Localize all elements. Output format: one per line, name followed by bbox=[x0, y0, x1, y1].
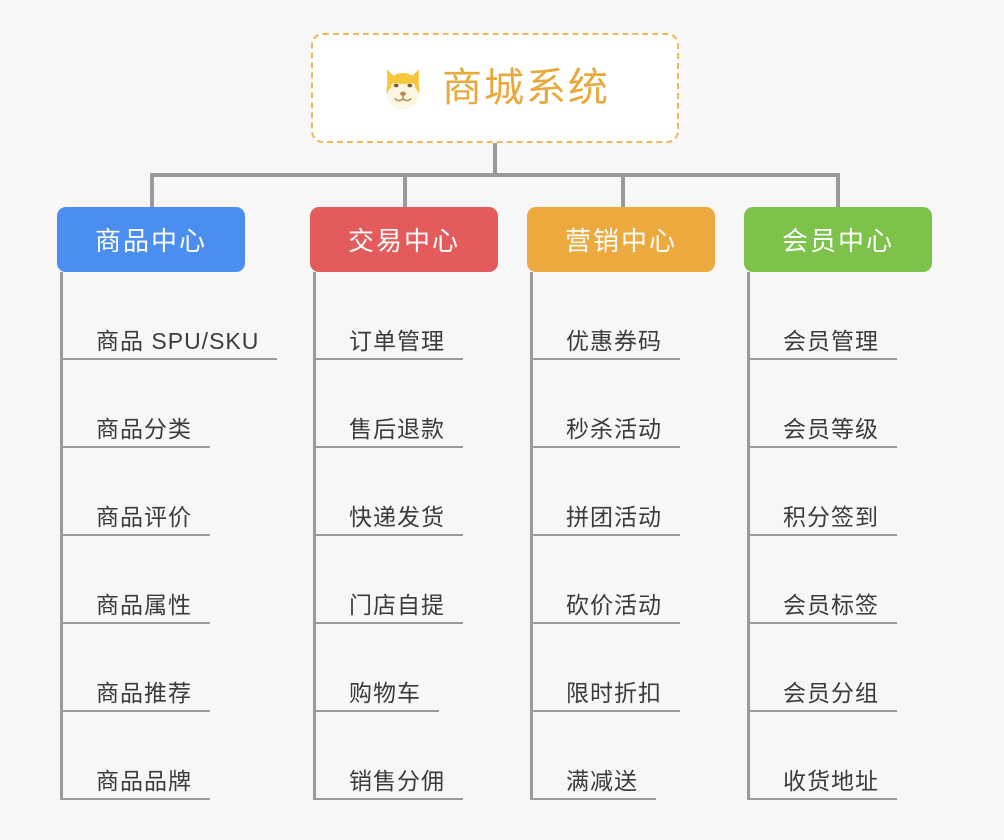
branch-trunk-4 bbox=[747, 272, 750, 800]
leaf-label: 积分签到 bbox=[783, 503, 879, 530]
leaf-item[interactable]: 商品推荐 bbox=[60, 624, 210, 712]
leaf-label: 限时折扣 bbox=[566, 679, 662, 706]
leaf-label: 优惠券码 bbox=[566, 327, 662, 354]
leaf-item[interactable]: 商品 SPU/SKU bbox=[60, 272, 278, 360]
leaf-label: 快递发货 bbox=[349, 503, 445, 530]
leaf-item[interactable]: 优惠券码 bbox=[530, 272, 680, 360]
branch-header-2[interactable]: 交易中心 bbox=[310, 207, 498, 272]
leaf-label: 门店自提 bbox=[349, 591, 445, 618]
leaf-item[interactable]: 会员等级 bbox=[747, 360, 897, 448]
leaf-item[interactable]: 积分签到 bbox=[747, 448, 897, 536]
branch-column-2: 交易中心 订单管理 售后退款 快递发货 门店自提 购物车 销售分佣 bbox=[310, 207, 498, 800]
leaf-item[interactable]: 购物车 bbox=[313, 624, 439, 712]
leaf-label: 秒杀活动 bbox=[566, 415, 662, 442]
leaf-item[interactable]: 商品属性 bbox=[60, 536, 210, 624]
leaf-label: 商品品牌 bbox=[96, 767, 192, 794]
leaf-item[interactable]: 满减送 bbox=[530, 712, 656, 800]
leaf-item[interactable]: 商品分类 bbox=[60, 360, 210, 448]
root-title: 商城系统 bbox=[442, 66, 610, 110]
root-node[interactable]: 商城系统 bbox=[311, 33, 679, 143]
leaf-label: 满减送 bbox=[566, 767, 638, 794]
branch-header-1[interactable]: 商品中心 bbox=[57, 207, 245, 272]
leaf-label: 购物车 bbox=[349, 679, 421, 706]
leaf-item[interactable]: 快递发货 bbox=[313, 448, 463, 536]
leaf-label: 商品推荐 bbox=[96, 679, 192, 706]
branch-connector-2 bbox=[403, 173, 407, 209]
leaf-item[interactable]: 门店自提 bbox=[313, 536, 463, 624]
branch-trunk-1 bbox=[60, 272, 63, 800]
branch-trunk-2 bbox=[313, 272, 316, 800]
leaf-label: 商品属性 bbox=[96, 591, 192, 618]
leaf-item[interactable]: 会员标签 bbox=[747, 536, 897, 624]
branch-header-4[interactable]: 会员中心 bbox=[744, 207, 932, 272]
root-connector-stem bbox=[493, 143, 497, 176]
leaf-label: 会员标签 bbox=[783, 591, 879, 618]
leaf-label: 售后退款 bbox=[349, 415, 445, 442]
leaf-item[interactable]: 销售分佣 bbox=[313, 712, 463, 800]
leaf-label: 会员等级 bbox=[783, 415, 879, 442]
leaf-label: 收货地址 bbox=[783, 767, 879, 794]
branch-connector-3 bbox=[621, 173, 625, 209]
branch-header-label-1: 商品中心 bbox=[94, 226, 207, 256]
leaf-label: 商品 SPU/SKU bbox=[96, 327, 260, 354]
branch-column-3: 营销中心 优惠券码 秒杀活动 拼团活动 砍价活动 限时折扣 满减送 bbox=[527, 207, 715, 800]
leaf-label: 商品评价 bbox=[96, 503, 192, 530]
leaf-item[interactable]: 砍价活动 bbox=[530, 536, 680, 624]
leaf-item[interactable]: 秒杀活动 bbox=[530, 360, 680, 448]
leaf-item[interactable]: 订单管理 bbox=[313, 272, 463, 360]
leaf-label: 会员管理 bbox=[783, 327, 879, 354]
leaf-item[interactable]: 收货地址 bbox=[747, 712, 897, 800]
branch-connector-4 bbox=[836, 173, 840, 209]
leaf-label: 商品分类 bbox=[96, 415, 192, 442]
leaf-item[interactable]: 限时折扣 bbox=[530, 624, 680, 712]
leaf-item[interactable]: 拼团活动 bbox=[530, 448, 680, 536]
leaf-label: 拼团活动 bbox=[566, 503, 662, 530]
branch-trunk-3 bbox=[530, 272, 533, 800]
branch-header-label-2: 交易中心 bbox=[347, 226, 460, 256]
leaf-item[interactable]: 售后退款 bbox=[313, 360, 463, 448]
branch-header-label-3: 营销中心 bbox=[564, 226, 677, 256]
leaf-label: 砍价活动 bbox=[566, 591, 662, 618]
leaf-item[interactable]: 会员管理 bbox=[747, 272, 897, 360]
shiba-dog-icon bbox=[380, 65, 426, 111]
leaf-item[interactable]: 会员分组 bbox=[747, 624, 897, 712]
leaf-item[interactable]: 商品品牌 bbox=[60, 712, 210, 800]
branch-column-4: 会员中心 会员管理 会员等级 积分签到 会员标签 会员分组 收货地址 bbox=[744, 207, 932, 800]
leaf-label: 销售分佣 bbox=[349, 767, 445, 794]
root-connector-bar bbox=[150, 173, 840, 177]
leaf-label: 订单管理 bbox=[349, 327, 445, 354]
branch-header-label-4: 会员中心 bbox=[781, 226, 894, 256]
branch-connector-1 bbox=[150, 173, 154, 209]
branch-column-1: 商品中心 商品 SPU/SKU 商品分类 商品评价 商品属性 商品推荐 商品品牌 bbox=[57, 207, 278, 800]
leaf-item[interactable]: 商品评价 bbox=[60, 448, 210, 536]
leaf-label: 会员分组 bbox=[783, 679, 879, 706]
branch-header-3[interactable]: 营销中心 bbox=[527, 207, 715, 272]
